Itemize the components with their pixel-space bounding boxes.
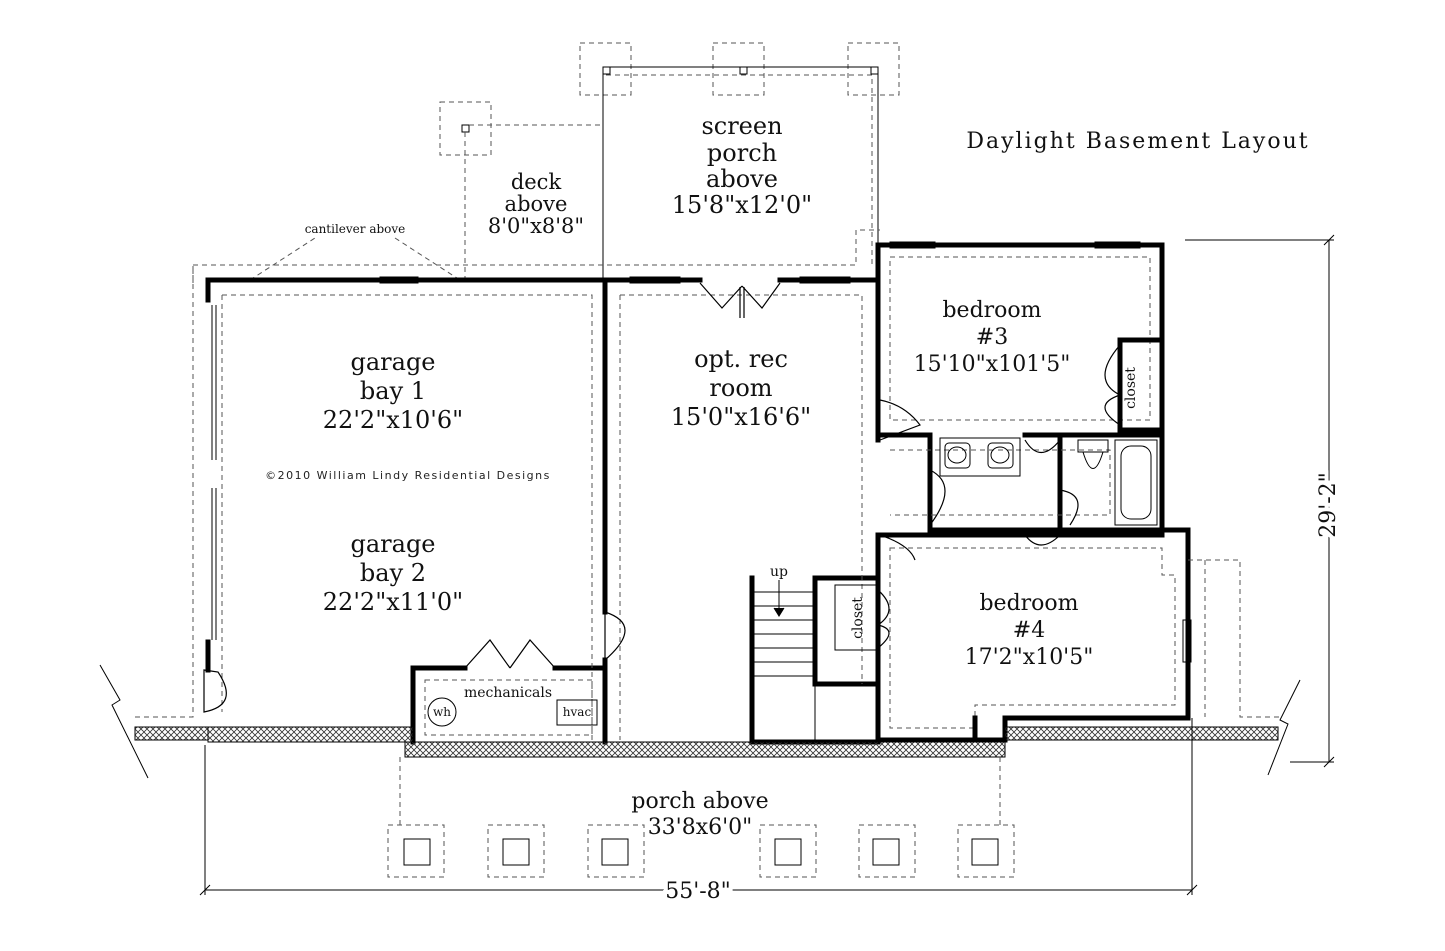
- svg-text:bay 1: bay 1: [360, 377, 426, 405]
- garage-door-track: [211, 305, 217, 640]
- screen-porch-label: screen porch above 15'8"x12'0": [672, 112, 812, 219]
- foundation-center: [404, 741, 1006, 758]
- depth-dimension-line: [1185, 234, 1335, 768]
- deck-outline: [464, 124, 603, 282]
- bedroom3-closet-wall: [1117, 337, 1165, 433]
- garage-window: [379, 276, 419, 284]
- svg-text:screen: screen: [701, 112, 782, 140]
- foundation-right: [1004, 726, 1279, 741]
- rec-room-window-left: [629, 276, 681, 284]
- rec-room-garage-door: [604, 611, 626, 662]
- svg-text:15'10"x101'5": 15'10"x101'5": [914, 352, 1071, 377]
- svg-text:8'0"x8'8": 8'0"x8'8": [488, 214, 584, 238]
- rec-room-label: opt. rec room 15'0"x16'6": [671, 345, 811, 431]
- overall-depth-label: 29'-2": [1316, 472, 1341, 538]
- garage-bay2-label: garage bay 2 22'2"x11'0": [323, 530, 463, 616]
- vanity: [939, 437, 1021, 477]
- porch-outline: [399, 757, 1001, 825]
- hvac-label: hvac: [563, 705, 592, 719]
- garage-inner-line: [221, 294, 593, 740]
- porch-posts: [387, 824, 1015, 878]
- hall-inner-line: [890, 449, 1111, 516]
- rec-room-window-right: [799, 276, 851, 284]
- svg-text:bay 2: bay 2: [360, 559, 426, 587]
- svg-text:porch: porch: [707, 139, 777, 167]
- bedroom3-label: bedroom #3 15'10"x101'5": [914, 298, 1071, 377]
- bedroom3-window-right: [1094, 241, 1141, 249]
- rec-room-inner-line: [619, 294, 863, 740]
- break-line-left: [99, 664, 149, 779]
- water-heater-label: wh: [433, 705, 451, 719]
- garage-side-door: [203, 669, 227, 713]
- deck-post: [439, 101, 492, 156]
- width-dimension-line: [199, 718, 1198, 896]
- screen-porch-posts: [579, 42, 900, 96]
- svg-text:bedroom: bedroom: [942, 298, 1041, 323]
- plan-title: Daylight Basement Layout: [966, 129, 1309, 154]
- svg-text:opt. rec: opt. rec: [694, 345, 788, 373]
- bath-divider: [1057, 432, 1165, 533]
- mechanicals-label: mechanicals: [464, 685, 552, 701]
- svg-text:garage: garage: [350, 348, 435, 376]
- bedroom4-doors: [879, 534, 1061, 561]
- bath-door-top: [1024, 439, 1061, 454]
- bedroom3-inner-line: [889, 256, 1151, 421]
- svg-text:22'2"x11'0": 22'2"x11'0": [323, 588, 463, 616]
- svg-text:#4: #4: [1013, 618, 1045, 643]
- left-grade-line: [135, 265, 194, 718]
- svg-text:above: above: [505, 192, 568, 216]
- garage-bay1-label: garage bay 1 22'2"x10'6": [323, 348, 463, 434]
- svg-text:15'0"x16'6": 15'0"x16'6": [671, 403, 811, 431]
- stair-closet: [834, 584, 879, 651]
- porch-label: porch above 33'8x6'0": [631, 789, 768, 840]
- sink-left: [944, 442, 971, 469]
- bathtub: [1114, 439, 1158, 526]
- screen-porch-inner-line: [606, 74, 873, 268]
- svg-text:17'2"x10'5": 17'2"x10'5": [965, 645, 1094, 670]
- svg-text:#3: #3: [976, 325, 1008, 350]
- svg-text:above: above: [706, 165, 778, 193]
- bedroom3-closet-label: closet: [1123, 367, 1139, 409]
- hvac-unit: [556, 699, 598, 726]
- stairs: [752, 580, 816, 742]
- mechanicals-inner-line: [424, 679, 593, 736]
- cantilever-label: cantilever above: [305, 222, 406, 236]
- deck-label: deck above 8'0"x8'8": [488, 170, 584, 238]
- stair-up-label: up: [770, 564, 788, 580]
- svg-text:room: room: [709, 374, 772, 402]
- bedroom3-closet-door: [1104, 344, 1121, 426]
- foundation-garage: [207, 726, 414, 743]
- rec-room-patio-door: [699, 282, 781, 318]
- stair-closet-door: [877, 589, 890, 649]
- right-grade-line: [1188, 559, 1280, 718]
- foundation-left: [134, 726, 209, 741]
- break-line-right: [1267, 679, 1301, 776]
- bedroom4-label: bedroom #4 17'2"x10'5": [965, 591, 1094, 670]
- overall-width-label: 55'-8": [665, 879, 731, 904]
- cantilever-leader: [249, 237, 461, 281]
- bath-door-left: [929, 469, 946, 526]
- bedroom4-window: [1182, 619, 1192, 663]
- bedroom3-window-left: [889, 241, 936, 249]
- svg-text:15'8"x12'0": 15'8"x12'0": [672, 191, 812, 219]
- svg-text:33'8x6'0": 33'8x6'0": [648, 815, 753, 840]
- sink-right: [987, 442, 1014, 469]
- stair-closet-label: closet: [850, 597, 866, 639]
- bedroom3-door: [879, 399, 921, 441]
- svg-text:porch above: porch above: [631, 789, 768, 814]
- copyright-notice: ©2010 William Lindy Residential Designs: [265, 469, 551, 482]
- svg-text:22'2"x10'6": 22'2"x10'6": [323, 406, 463, 434]
- bath-door-right: [1059, 489, 1079, 526]
- mechanicals-door: [464, 639, 556, 669]
- screen-porch-outline: [602, 66, 879, 283]
- bathroom-walls: [875, 432, 1165, 533]
- water-heater: [427, 697, 457, 727]
- svg-text:bedroom: bedroom: [979, 591, 1078, 616]
- toilet: [1077, 439, 1109, 469]
- svg-text:deck: deck: [511, 170, 562, 194]
- bedroom4-inner-line: [889, 547, 1176, 729]
- svg-text:garage: garage: [350, 530, 435, 558]
